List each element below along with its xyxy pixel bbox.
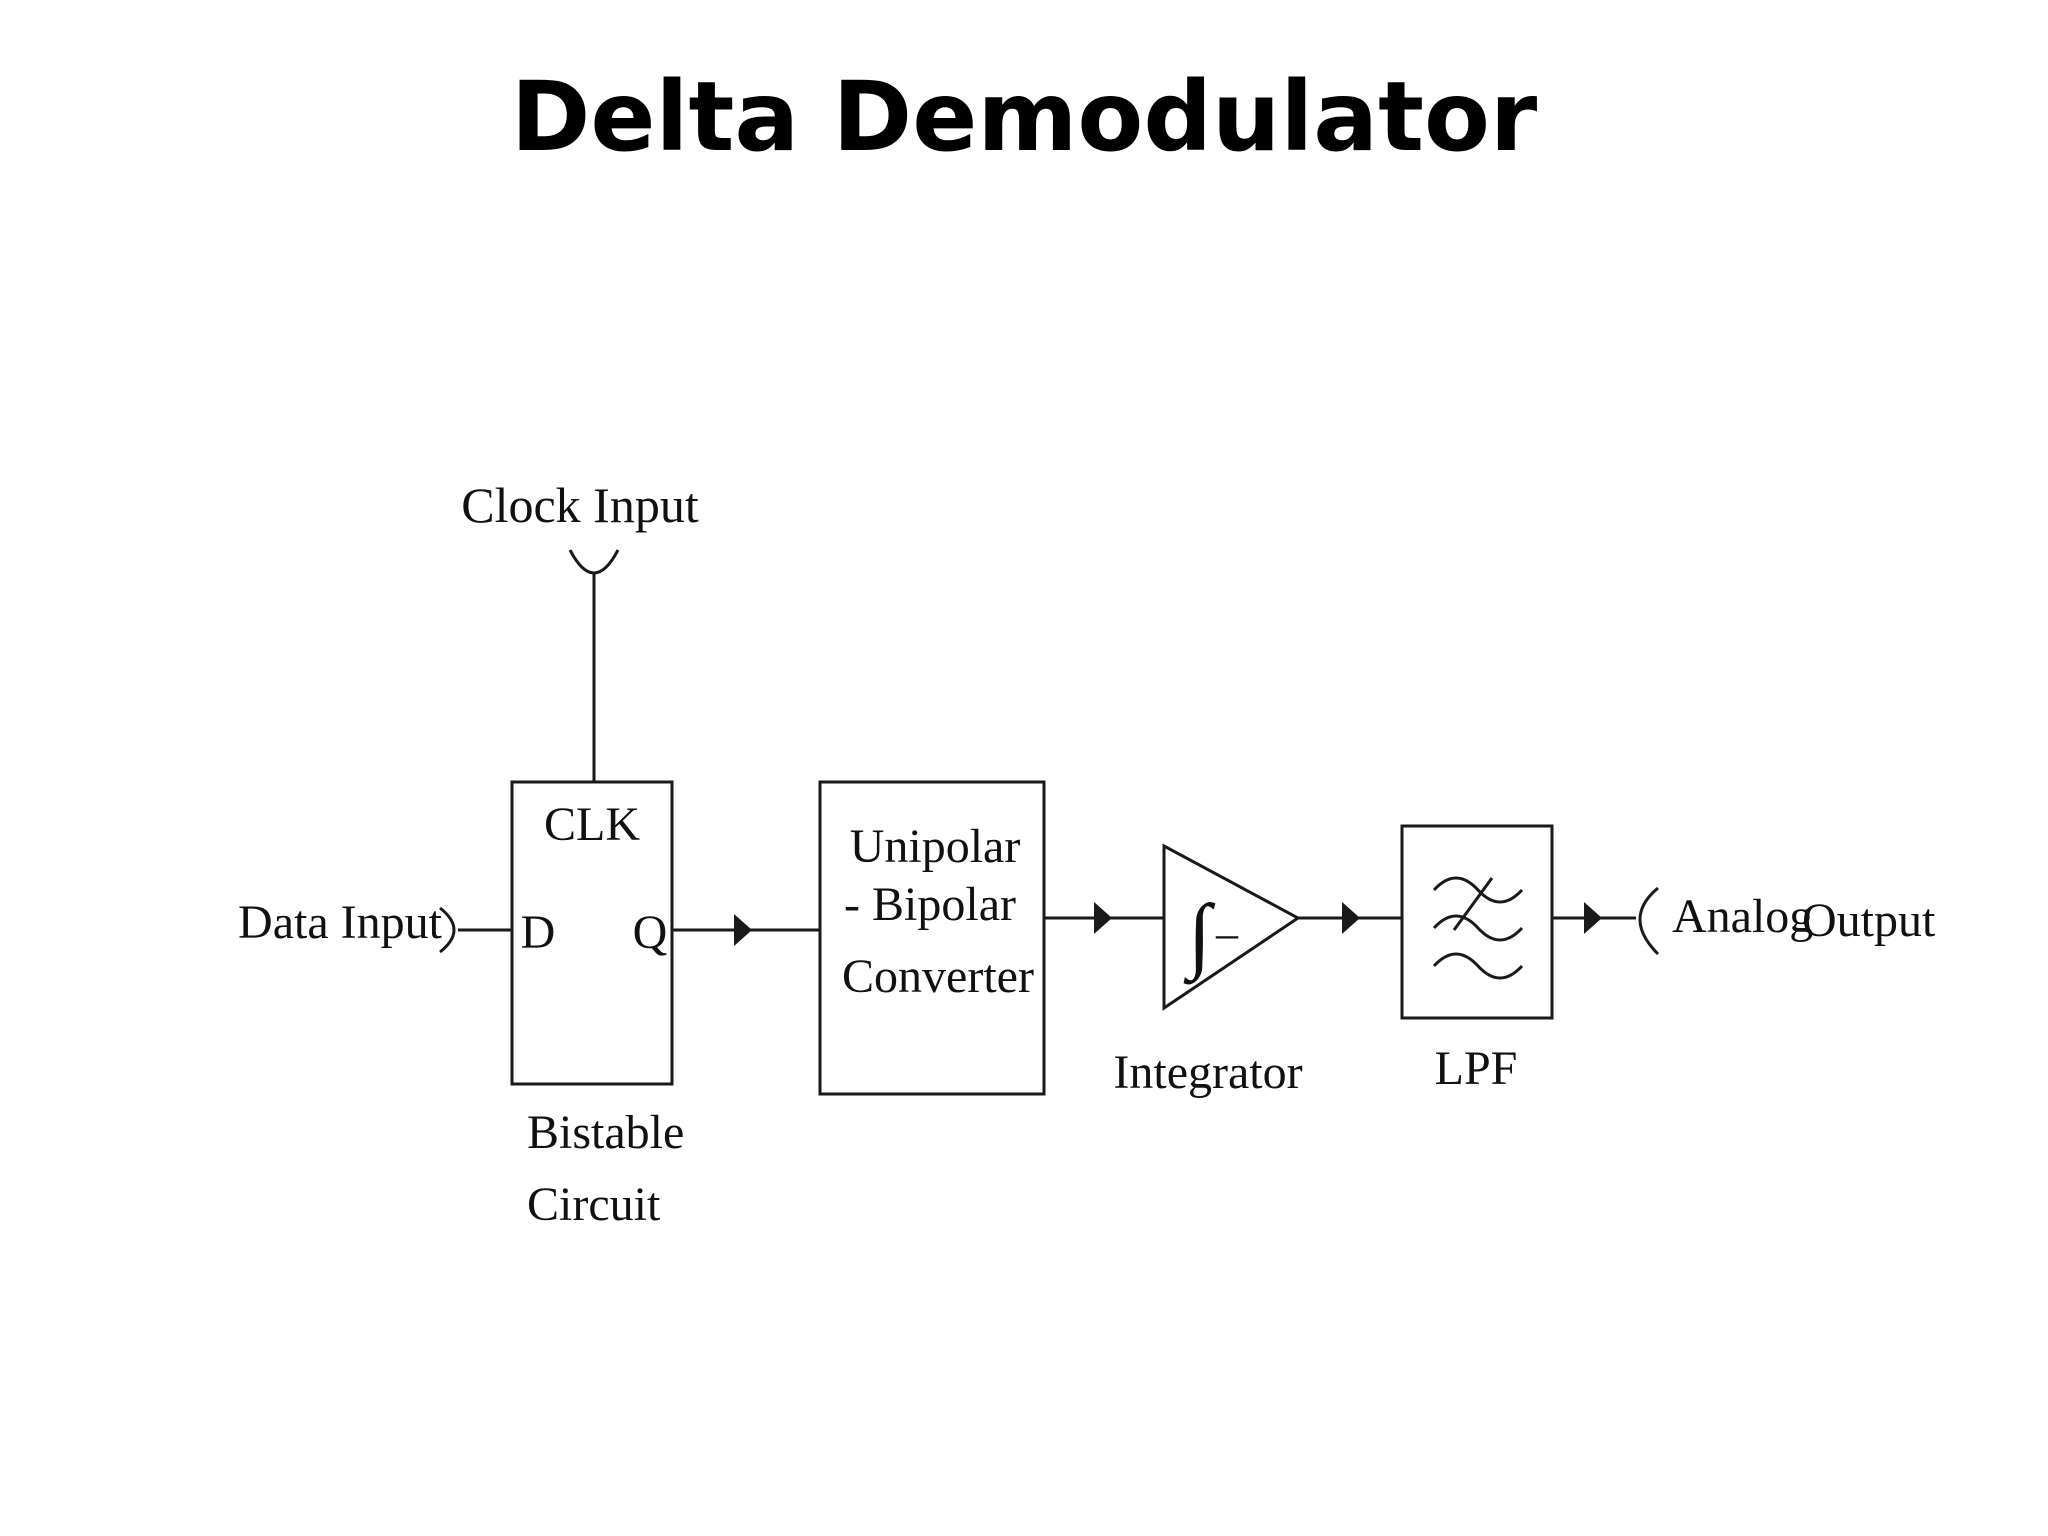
- converter-label-line2: - Bipolar: [844, 878, 1016, 931]
- converter-label-line1: Unipolar: [850, 820, 1021, 873]
- data-input-connector: [439, 906, 456, 954]
- lowpass-filter-icon: [1432, 876, 1524, 980]
- clock-input-label: Clock Input: [461, 477, 699, 533]
- arrowhead-converter-to-integrator: [1094, 902, 1112, 934]
- q-pin-label: Q: [633, 906, 668, 959]
- analog-output-label-word1: Analog: [1672, 890, 1813, 943]
- clk-pin-label: CLK: [544, 798, 640, 851]
- lpf-caption: LPF: [1435, 1042, 1518, 1095]
- arrowhead-flipflop-to-converter: [734, 914, 752, 946]
- clock-input-connector: [568, 549, 620, 575]
- lpf-block: [1400, 824, 1554, 1020]
- analog-output-connector: [1638, 886, 1660, 956]
- converter-label-line3: Converter: [842, 950, 1034, 1003]
- bistable-circuit-block: [510, 780, 674, 1086]
- integrator-triangle: [1162, 843, 1301, 1011]
- data-input-label: Data Input: [238, 896, 443, 949]
- arrowhead-lpf-to-output: [1584, 902, 1602, 934]
- arrowhead-integrator-to-lpf: [1342, 902, 1360, 934]
- slide-title: Delta Demodulator: [510, 61, 1538, 173]
- integrator-caption: Integrator: [1113, 1046, 1302, 1099]
- integral-sign-icon: ∫: [1183, 888, 1216, 985]
- integrator-minus-sign: –: [1215, 909, 1239, 958]
- bistable-caption-line2: Circuit: [527, 1178, 661, 1231]
- d-pin-label: D: [521, 906, 556, 959]
- bistable-caption-line1: Bistable: [527, 1106, 684, 1159]
- unipolar-bipolar-converter-block: [818, 780, 1046, 1096]
- analog-output-label-word2: Output: [1802, 894, 1936, 947]
